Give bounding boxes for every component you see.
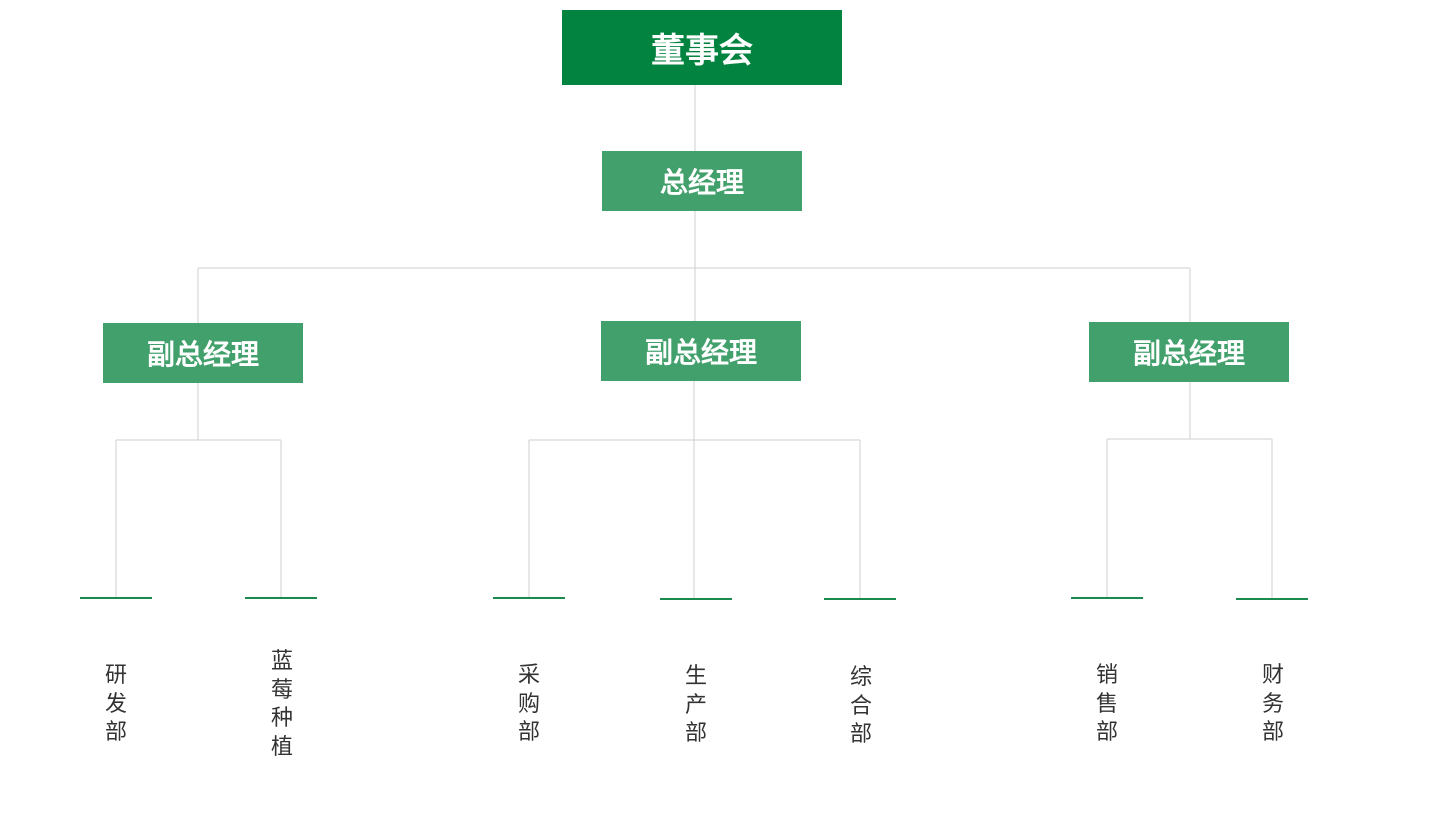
vice-manager-label: 副总经理 bbox=[644, 336, 757, 369]
general-manager-label: 总经理 bbox=[659, 166, 744, 199]
vice-manager-label: 副总经理 bbox=[146, 338, 259, 371]
board-node: 董事会 bbox=[562, 10, 842, 85]
vice-manager-label: 副总经理 bbox=[1132, 337, 1245, 370]
dept-label-general: 综合部 bbox=[849, 665, 872, 747]
dept-bar-6 bbox=[1071, 597, 1143, 599]
dept-label-purchasing: 采购部 bbox=[517, 663, 540, 745]
dept-label-sales: 销售部 bbox=[1095, 663, 1118, 745]
general-manager-node: 总经理 bbox=[602, 151, 802, 211]
dept-label-finance: 财务部 bbox=[1261, 663, 1284, 745]
dept-bar-3 bbox=[493, 597, 565, 599]
dept-bar-7 bbox=[1236, 598, 1308, 600]
dept-bar-1 bbox=[80, 597, 152, 599]
vice-manager-node-1: 副总经理 bbox=[103, 323, 303, 383]
dept-bar-4 bbox=[660, 598, 732, 600]
dept-bar-5 bbox=[824, 598, 896, 600]
dept-bar-2 bbox=[245, 597, 317, 599]
vice-manager-node-3: 副总经理 bbox=[1089, 322, 1289, 382]
vice-manager-node-2: 副总经理 bbox=[601, 321, 801, 381]
dept-label-production: 生产部 bbox=[684, 664, 707, 746]
board-label: 董事会 bbox=[651, 31, 753, 71]
dept-label-blueberry: 蓝莓种植 bbox=[270, 649, 293, 760]
dept-label-rnd: 研发部 bbox=[104, 663, 127, 745]
